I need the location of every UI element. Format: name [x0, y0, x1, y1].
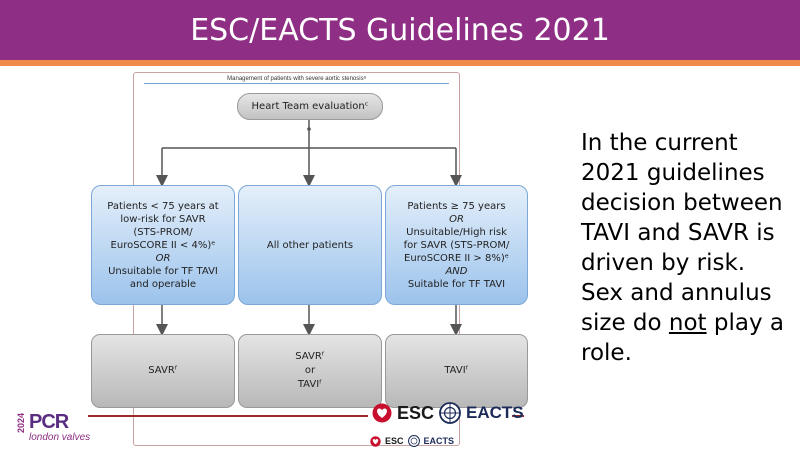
outcome-middle-line: TAVIᶠ	[297, 379, 323, 390]
explanation-part-1: In the current 2021 guidelines decision …	[581, 130, 783, 336]
explanation-emphasis: not	[668, 310, 707, 336]
criteria-left-line: EuroSCORE II < 4%)ᵉ	[110, 239, 216, 251]
eacts-globe-icon	[407, 435, 420, 447]
eacts-logo-text-small: EACTS	[423, 436, 455, 446]
criteria-left-line: (STS-PROM/	[133, 226, 193, 238]
society-logos: ESC EACTS	[372, 402, 524, 424]
criteria-left-line: and operable	[129, 278, 197, 290]
criteria-right-line: Unsuitable/High risk	[406, 226, 507, 238]
criteria-middle-line: All other patients	[266, 239, 354, 251]
criteria-left-line: Unsuitable for TF TAVI	[108, 265, 218, 277]
society-logos-small: ESC EACTS	[370, 435, 454, 447]
esc-heart-icon	[372, 403, 392, 423]
criteria-right-line: Patients ≥ 75 years	[407, 200, 506, 212]
outcome-box-tavi: TAVIᶠ	[385, 334, 528, 408]
esc-logo-text: ESC	[397, 402, 435, 423]
criteria-right-and: AND	[445, 265, 468, 277]
outcome-box-savr: SAVRᶠ	[91, 334, 235, 408]
criteria-box-all-other: All other patients	[238, 185, 382, 305]
eacts-globe-icon	[439, 402, 461, 424]
title-underline	[0, 60, 800, 66]
outcome-middle-line: SAVRᶠ	[295, 351, 325, 362]
outcome-right-line: TAVIᶠ	[444, 365, 469, 376]
criteria-box-old-high-risk: Patients ≥ 75 years OR Unsuitable/High r…	[385, 185, 528, 305]
outcome-middle-line: or	[304, 365, 316, 376]
pcr-wordmark: PCR	[29, 411, 69, 433]
esc-heart-icon	[370, 435, 381, 447]
figure-caption-rule	[144, 83, 449, 84]
criteria-right-line: EuroSCORE II > 8%)ᵉ	[404, 252, 509, 264]
connector-dot	[307, 127, 311, 131]
esc-logo-text-small: ESC	[385, 436, 404, 446]
pcr-year: 2024	[16, 413, 26, 434]
criteria-right-line: Suitable for TF TAVI	[407, 278, 506, 290]
bottom-divider	[88, 415, 368, 417]
explanation-text: In the current 2021 guidelines decision …	[581, 128, 791, 368]
eacts-logo-text: EACTS	[466, 403, 524, 422]
figure-caption: Management of patients with severe aorti…	[227, 76, 366, 82]
criteria-right-or: OR	[449, 213, 464, 225]
criteria-left-line: low-risk for SAVR	[120, 213, 206, 225]
pcr-london-valves-logo: 2024 PCR london valves	[16, 411, 128, 445]
outcome-left-line: SAVRᶠ	[148, 365, 178, 376]
heart-team-evaluation-node: Heart Team evaluationᶜ	[237, 93, 383, 120]
outcome-box-savr-or-tavi: SAVRᶠ or TAVIᶠ	[238, 334, 382, 408]
criteria-right-line: for SAVR (STS-PROM/	[403, 239, 510, 251]
pcr-subtitle: london valves	[29, 432, 91, 443]
slide-title: ESC/EACTS Guidelines 2021	[190, 12, 610, 48]
criteria-left-line: Patients < 75 years at	[107, 200, 219, 212]
title-bar: ESC/EACTS Guidelines 2021	[0, 0, 800, 60]
bottom-divider-right	[512, 415, 524, 417]
criteria-left-or: OR	[155, 252, 171, 264]
explanation-part-2: play a role.	[581, 310, 784, 366]
criteria-box-young-low-risk: Patients < 75 years at low-risk for SAVR…	[91, 185, 235, 305]
